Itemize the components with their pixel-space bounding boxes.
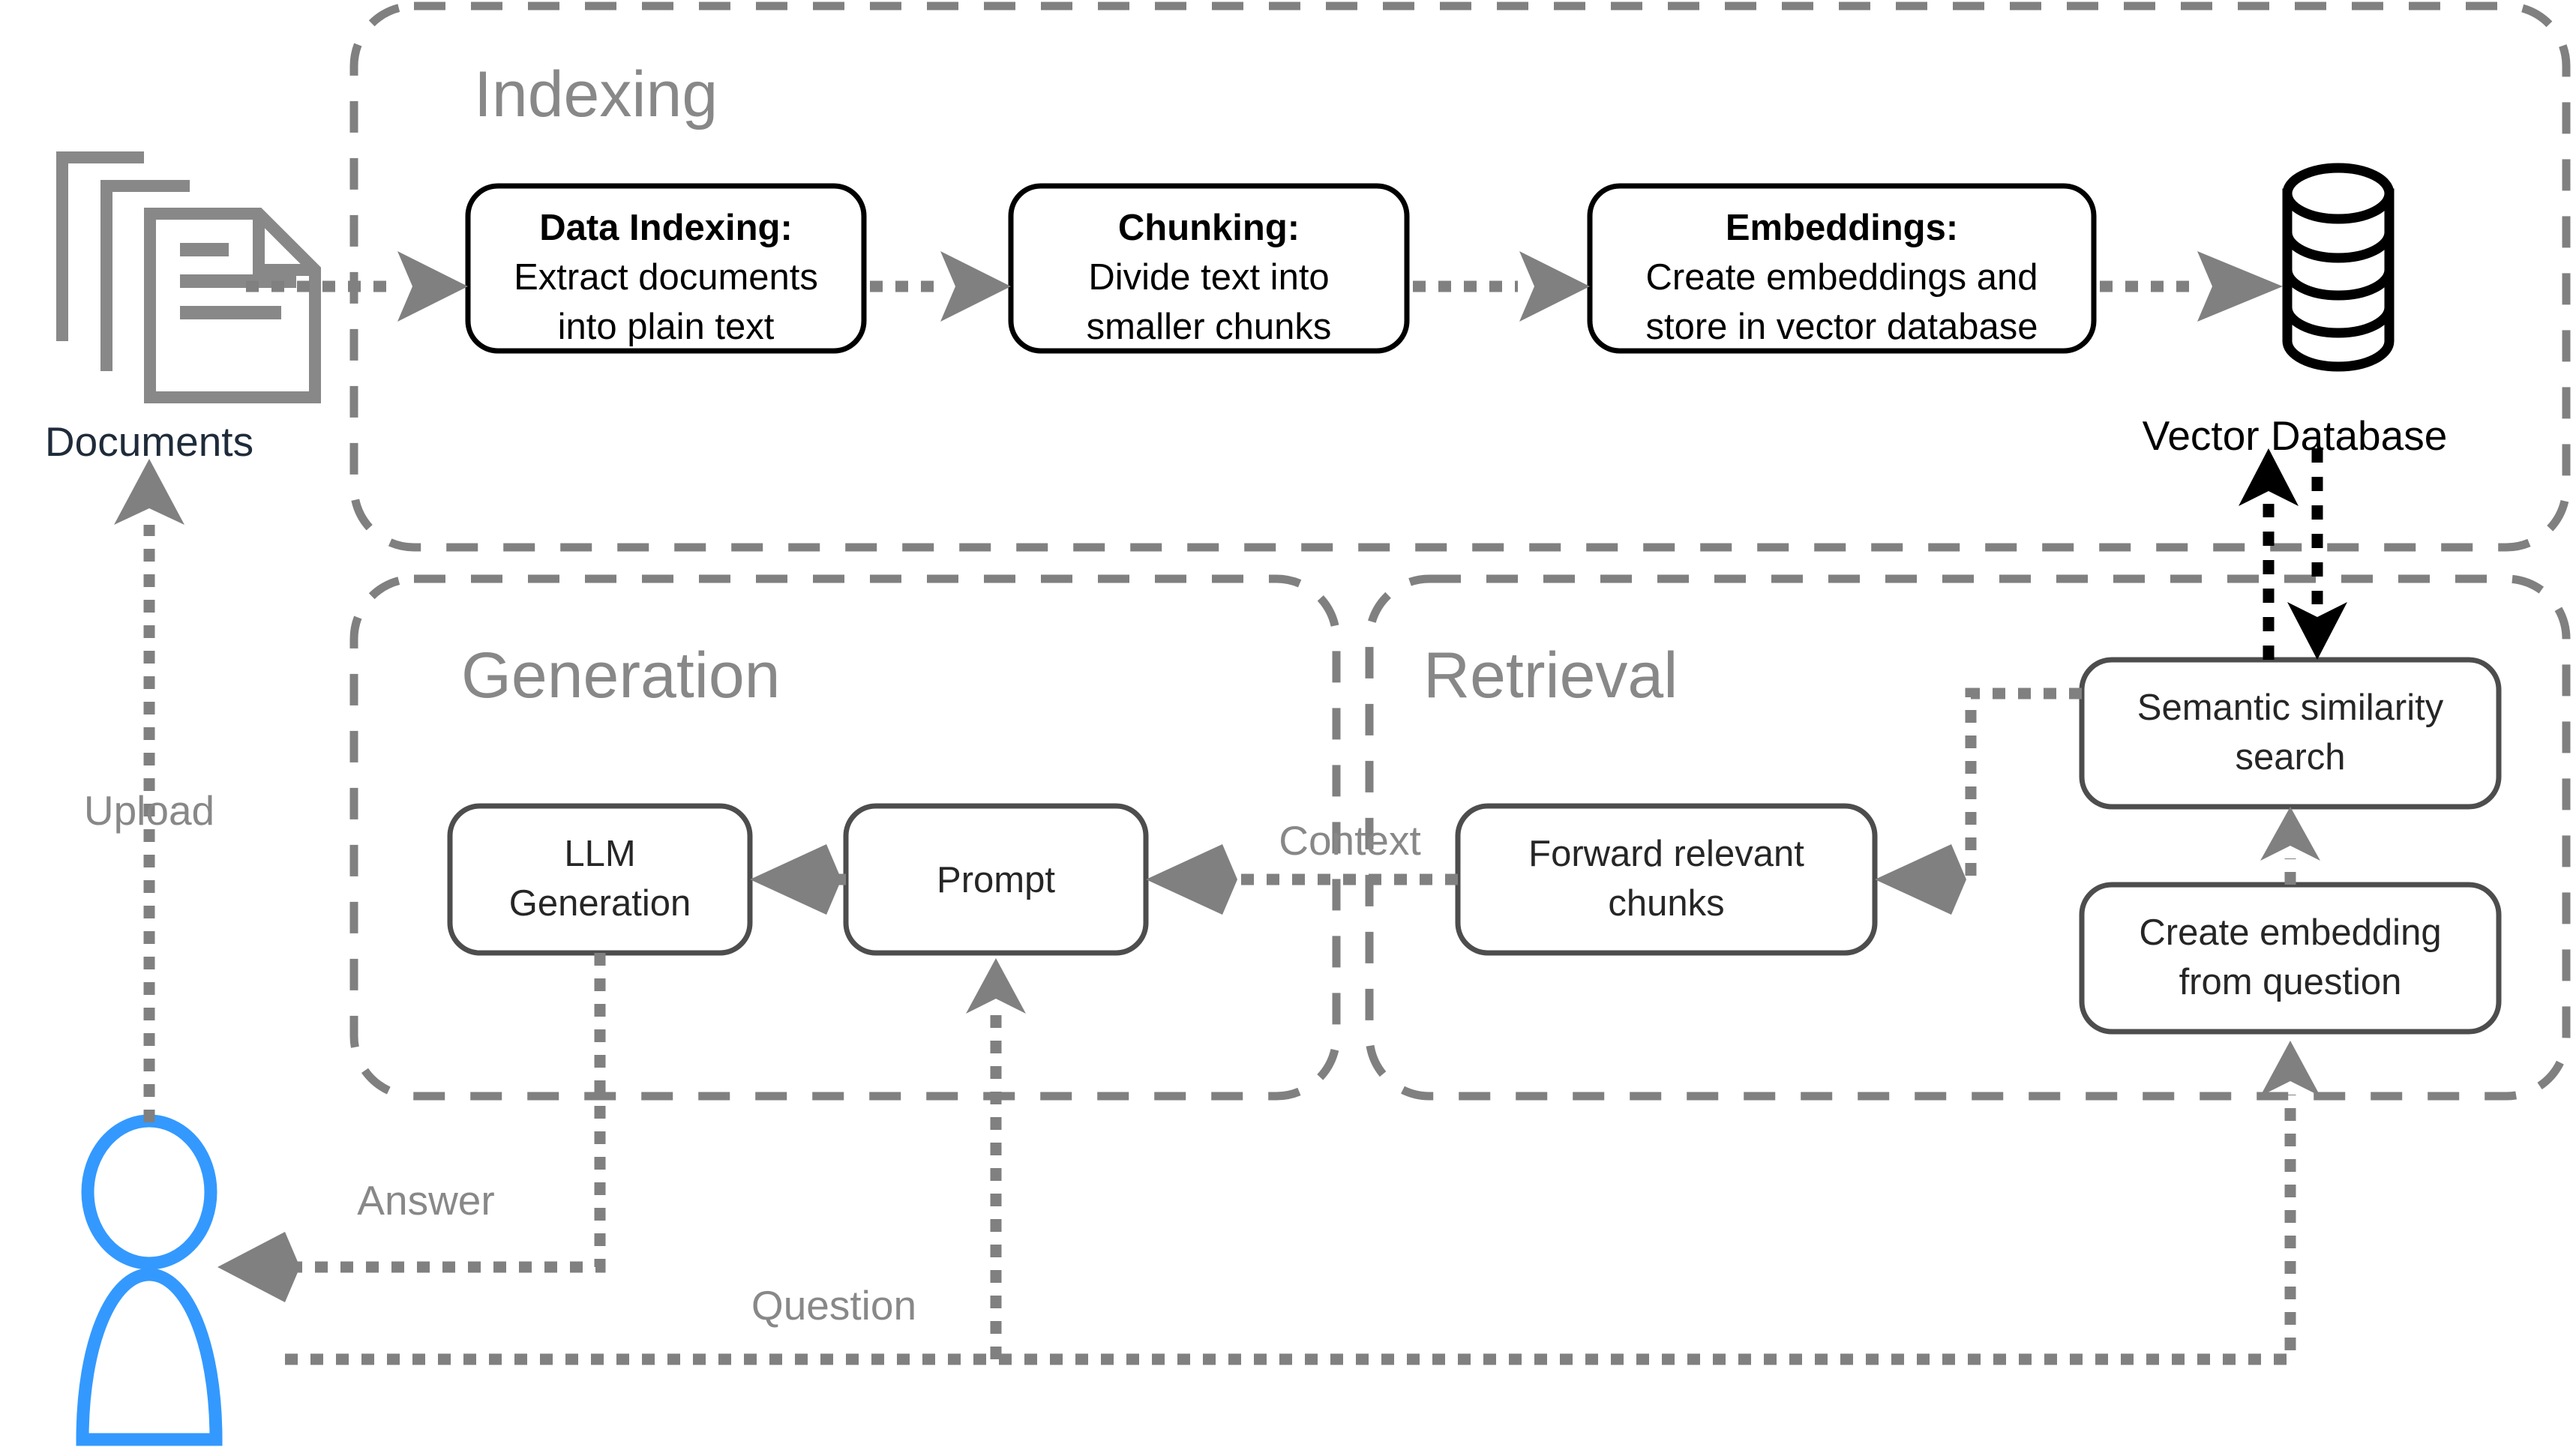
- box-embeddings-line1: Create embeddings and: [1645, 257, 2038, 298]
- box-semantic-search-line2: search: [2235, 737, 2345, 777]
- box-forward-chunks-line2: chunks: [1608, 883, 1724, 924]
- box-chunking-line1: Divide text into: [1088, 257, 1329, 298]
- arrowhead-upload: [114, 459, 184, 525]
- edge-question: [285, 1095, 2296, 1365]
- box-data-indexing-line2: into plain text: [558, 307, 775, 347]
- edge-label-answer: Answer: [357, 1177, 494, 1224]
- box-semantic-search-line1: Semantic similarity: [2137, 688, 2444, 728]
- panel-generation: [349, 574, 1341, 1101]
- box-data-indexing-heading: Data Indexing:: [539, 208, 793, 248]
- arrowhead-documents-to-indexing: [397, 251, 468, 322]
- arrowhead-search-to-database: [2239, 448, 2299, 506]
- vector-database-caption: Vector Database: [2143, 412, 2448, 459]
- box-chunking-line2: smaller chunks: [1087, 307, 1332, 347]
- box-data-indexing[interactable]: [465, 183, 867, 354]
- edge-label-question: Question: [751, 1282, 916, 1329]
- arrowhead-embedding-to-search: [2260, 807, 2320, 861]
- group-title-indexing: Indexing: [474, 58, 718, 130]
- box-chunking[interactable]: [1008, 183, 1410, 354]
- edge-label-context: Context: [1279, 817, 1421, 864]
- box-llm-generation-line1: LLM: [564, 834, 635, 874]
- box-embeddings-line2: store in vector database: [1646, 307, 2038, 347]
- arrowhead-database-to-search: [2287, 602, 2347, 660]
- panel-indexing: [349, 1, 2571, 552]
- database-cylinder-icon: [2282, 163, 2395, 372]
- box-embeddings[interactable]: [1587, 183, 2097, 354]
- box-create-embedding-line2: from question: [2179, 962, 2402, 1002]
- arrowhead-answer: [217, 1232, 300, 1302]
- arrowhead-question-to-prompt: [966, 958, 1026, 1014]
- arrowhead-question: [2260, 1041, 2320, 1096]
- panel-retrieval: [1365, 574, 2571, 1101]
- arrowhead-search-to-forward-chunks: [1875, 844, 1966, 915]
- arrowhead-context: [1146, 844, 1237, 915]
- arrowhead-chunking-to-embeddings: [1519, 251, 1590, 322]
- edge-answer: [292, 953, 606, 1273]
- box-chunking-heading: Chunking:: [1118, 208, 1300, 248]
- box-embeddings-heading: Embeddings:: [1726, 208, 1958, 248]
- box-data-indexing-line1: Extract documents: [514, 257, 818, 298]
- documents-stack-icon: [56, 151, 321, 403]
- arrowhead-indexing-to-chunking: [940, 251, 1011, 322]
- arrowhead-embeddings-to-database: [2197, 251, 2283, 322]
- edge-label-upload: Upload: [84, 787, 214, 834]
- box-create-embedding-line1: Create embedding: [2139, 912, 2441, 953]
- arrowhead-prompt-to-llm: [750, 844, 841, 915]
- group-title-generation: Generation: [461, 640, 781, 712]
- documents-caption: Documents: [45, 418, 253, 465]
- box-prompt-line1: Prompt: [937, 860, 1055, 900]
- box-llm-generation-line2: Generation: [509, 883, 691, 924]
- box-forward-chunks-line1: Forward relevant: [1528, 834, 1804, 874]
- group-title-retrieval: Retrieval: [1423, 640, 1678, 712]
